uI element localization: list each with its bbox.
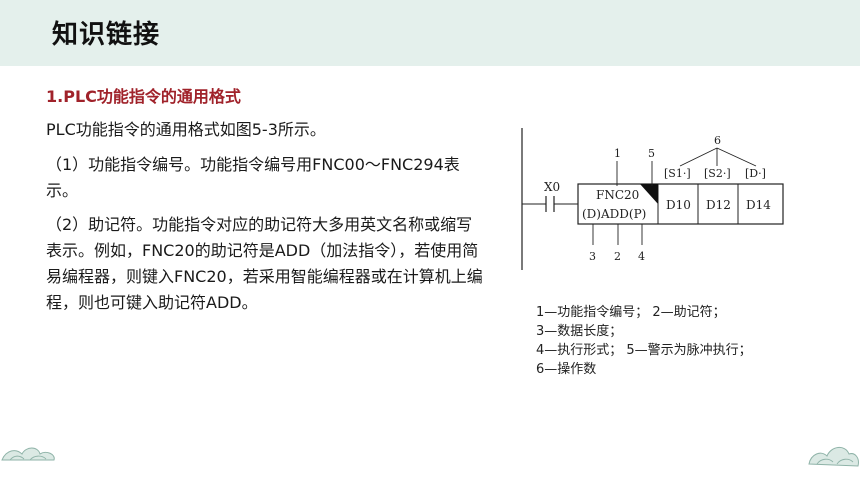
operand-d14: D14 <box>746 198 771 212</box>
callout-1: 1 <box>614 147 621 160</box>
callout-6-line-c <box>716 147 757 167</box>
cloud-decoration-right-icon <box>808 447 859 467</box>
operand-d12: D12 <box>706 198 731 212</box>
operand-label-s1: [S1·] <box>664 167 691 180</box>
instruction-format-diagram: X0 FNC20 (D)ADD(P) D10 D12 D14 [S1·] [S2… <box>521 128 784 270</box>
mnemonic-label: (D)ADD(P) <box>582 207 646 221</box>
callout-6: 6 <box>714 134 721 147</box>
instruction-box <box>577 183 784 225</box>
title-bar: 知识链接 <box>0 0 860 66</box>
callout-2: 2 <box>614 250 621 263</box>
callout-5: 5 <box>648 147 655 160</box>
operand-label-s2: [S2·] <box>704 167 731 180</box>
section-heading: 1.PLC功能指令的通用格式 <box>46 87 241 106</box>
legend-line: 1—功能指令编号； 2—助记符； <box>536 305 726 320</box>
legend-line: 4—执行形式； 5—警示为脉冲执行； <box>536 343 752 358</box>
callout-3: 3 <box>589 250 596 263</box>
pulse-marker <box>640 184 658 204</box>
paragraph-instruction-number: （1）功能指令编号。功能指令编号用FNC00～FNC294表示。 <box>46 155 460 200</box>
diagram-legend: 1—功能指令编号； 2—助记符； 3—数据长度； 4—执行形式； 5—警示为脉冲… <box>536 303 752 379</box>
paragraph-mnemonic: （2）助记符。功能指令对应的助记符大多用英文名称或缩写表示。例如，FNC20的助… <box>46 215 483 312</box>
callout-6-line-a <box>679 147 718 167</box>
page-title: 知识链接 <box>52 20 161 50</box>
operand-label-d: [D·] <box>745 167 766 180</box>
instruction-number: FNC20 <box>596 188 639 202</box>
cloud-decoration-left-icon <box>1 447 55 461</box>
legend-line: 6—操作数 <box>536 362 597 377</box>
paragraph-format-intro: PLC功能指令的通用格式如图5-3所示。 <box>46 120 326 139</box>
legend-line: 3—数据长度； <box>536 324 623 339</box>
operand-d10: D10 <box>666 198 691 212</box>
contact-label: X0 <box>544 180 560 194</box>
callout-4: 4 <box>638 250 645 263</box>
